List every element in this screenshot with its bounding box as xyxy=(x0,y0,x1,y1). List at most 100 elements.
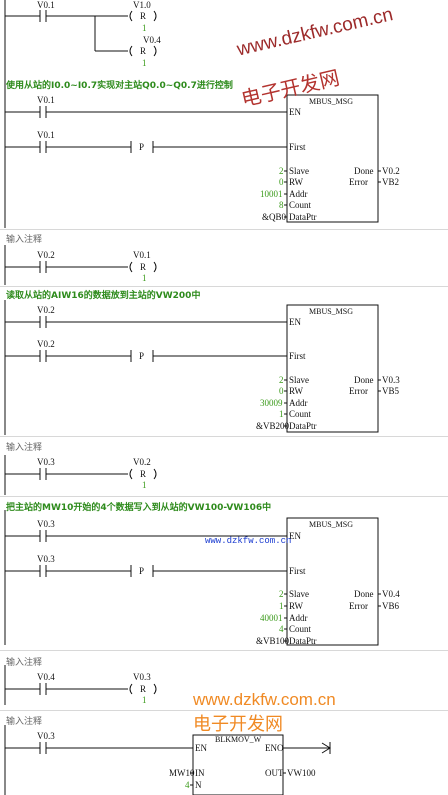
pin-addr: Addr xyxy=(289,189,308,199)
pin-slave: Slave xyxy=(289,166,309,176)
count-value: 4 xyxy=(279,624,284,634)
coil-type: R xyxy=(140,684,146,694)
divider xyxy=(0,436,448,437)
rw-value: 0 xyxy=(279,177,284,187)
mbus-block-1 xyxy=(286,94,379,223)
pin-count: Count xyxy=(289,624,312,634)
input-comment: 输入注释 xyxy=(6,717,43,727)
slave-value: 2 xyxy=(279,375,284,385)
done-operand: V0.4 xyxy=(382,589,400,599)
coil-count: 1 xyxy=(142,480,147,490)
input-comment: 输入注释 xyxy=(6,235,43,245)
contact-label: V0.1 xyxy=(37,95,55,105)
out-operand: VW100 xyxy=(287,768,316,778)
watermark-small: www.dzkfw.com.cn xyxy=(205,536,292,546)
coil-type: R xyxy=(140,11,146,21)
contact-label: V0.2 xyxy=(37,250,55,260)
block-title: MBUS_MSG xyxy=(309,97,353,106)
divider xyxy=(0,650,448,651)
input-comment: 输入注释 xyxy=(6,658,43,668)
pin-dataptr: DataPtr xyxy=(289,212,317,222)
pulse-label: P xyxy=(139,142,144,152)
slave-value: 2 xyxy=(279,589,284,599)
pin-addr: Addr xyxy=(289,613,308,623)
coil-label: V0.1 xyxy=(133,250,151,260)
count-value: 8 xyxy=(279,200,284,210)
coil-count: 1 xyxy=(142,695,147,705)
error-operand: VB5 xyxy=(382,386,400,396)
divider xyxy=(0,496,448,497)
coil-type: R xyxy=(140,262,146,272)
pin-dataptr: DataPtr xyxy=(289,421,317,431)
coil-label: V0.3 xyxy=(133,672,151,682)
dataptr-operand: &VB200 xyxy=(256,421,290,431)
pin-en: EN xyxy=(289,317,301,327)
dataptr-operand: &QB0 xyxy=(262,212,287,222)
pin-out: OUT xyxy=(265,768,284,778)
pin-en: EN xyxy=(289,531,301,541)
rw-value: 0 xyxy=(279,386,284,396)
contact-label: V0.3 xyxy=(37,554,55,564)
done-operand: V0.2 xyxy=(382,166,400,176)
contact-label: V0.3 xyxy=(37,457,55,467)
coil-label: V1.0 xyxy=(133,0,151,10)
divider xyxy=(0,229,448,230)
pin-error: Error xyxy=(349,177,368,187)
pin-en: EN xyxy=(195,743,207,753)
divider xyxy=(0,710,448,711)
contact-label: V0.4 xyxy=(37,672,55,682)
coil-label: V0.2 xyxy=(133,457,151,467)
watermark-site-orange: www.dzkfw.com.cn xyxy=(193,690,336,709)
blkmov-block xyxy=(192,734,284,795)
pin-slave: Slave xyxy=(289,589,309,599)
pin-addr: Addr xyxy=(289,398,308,408)
count-value: 1 xyxy=(279,409,284,419)
contact-label: V0.3 xyxy=(37,519,55,529)
pin-error: Error xyxy=(349,386,368,396)
mbus-block-3 xyxy=(286,517,379,646)
slave-value: 2 xyxy=(279,166,284,176)
pin-eno: ENO xyxy=(265,743,284,753)
pin-count: Count xyxy=(289,200,312,210)
coil-type: R xyxy=(140,46,146,56)
mbus-block-2 xyxy=(286,304,379,433)
pin-error: Error xyxy=(349,601,368,611)
pin-done: Done xyxy=(354,589,374,599)
block-title: MBUS_MSG xyxy=(309,307,353,316)
pin-done: Done xyxy=(354,375,374,385)
contact-label: V0.1 xyxy=(37,130,55,140)
pulse-label: P xyxy=(139,351,144,361)
divider xyxy=(0,286,448,287)
rung-note-3: 把主站的MW10开始的4个数据写入到从站的VW100-VW106中 xyxy=(6,503,272,513)
pin-done: Done xyxy=(354,166,374,176)
rung-note-2: 读取从站的AIW16的数据放到主站的VW200中 xyxy=(6,291,201,301)
contact-label: V0.2 xyxy=(37,305,55,315)
n-value: 4 xyxy=(185,780,190,790)
error-operand: VB2 xyxy=(382,177,399,187)
pin-rw: RW xyxy=(289,177,304,187)
coil-count: 1 xyxy=(142,273,147,283)
pin-first: First xyxy=(289,566,306,576)
addr-value: 40001 xyxy=(260,613,283,623)
contact-label: V0.1 xyxy=(37,0,55,10)
coil-count: 1 xyxy=(142,58,147,68)
pin-in: IN xyxy=(195,768,205,778)
pulse-label: P xyxy=(139,566,144,576)
coil-top-1-left xyxy=(129,10,133,22)
addr-value: 30009 xyxy=(260,398,283,408)
watermark-cn-orange: 电子开发网 xyxy=(193,714,283,735)
coil-top-2-left xyxy=(129,45,133,57)
dataptr-operand: &VB100 xyxy=(256,636,290,646)
input-comment: 输入注释 xyxy=(6,443,43,453)
pin-rw: RW xyxy=(289,386,304,396)
pin-rw: RW xyxy=(289,601,304,611)
pin-en: EN xyxy=(289,107,301,117)
rw-value: 1 xyxy=(279,601,284,611)
block-title: BLKMOV_W xyxy=(215,735,262,744)
coil-label: V0.4 xyxy=(143,35,161,45)
coil-top-1-right xyxy=(153,10,157,22)
pin-first: First xyxy=(289,351,306,361)
contact-label: V0.3 xyxy=(37,731,55,741)
